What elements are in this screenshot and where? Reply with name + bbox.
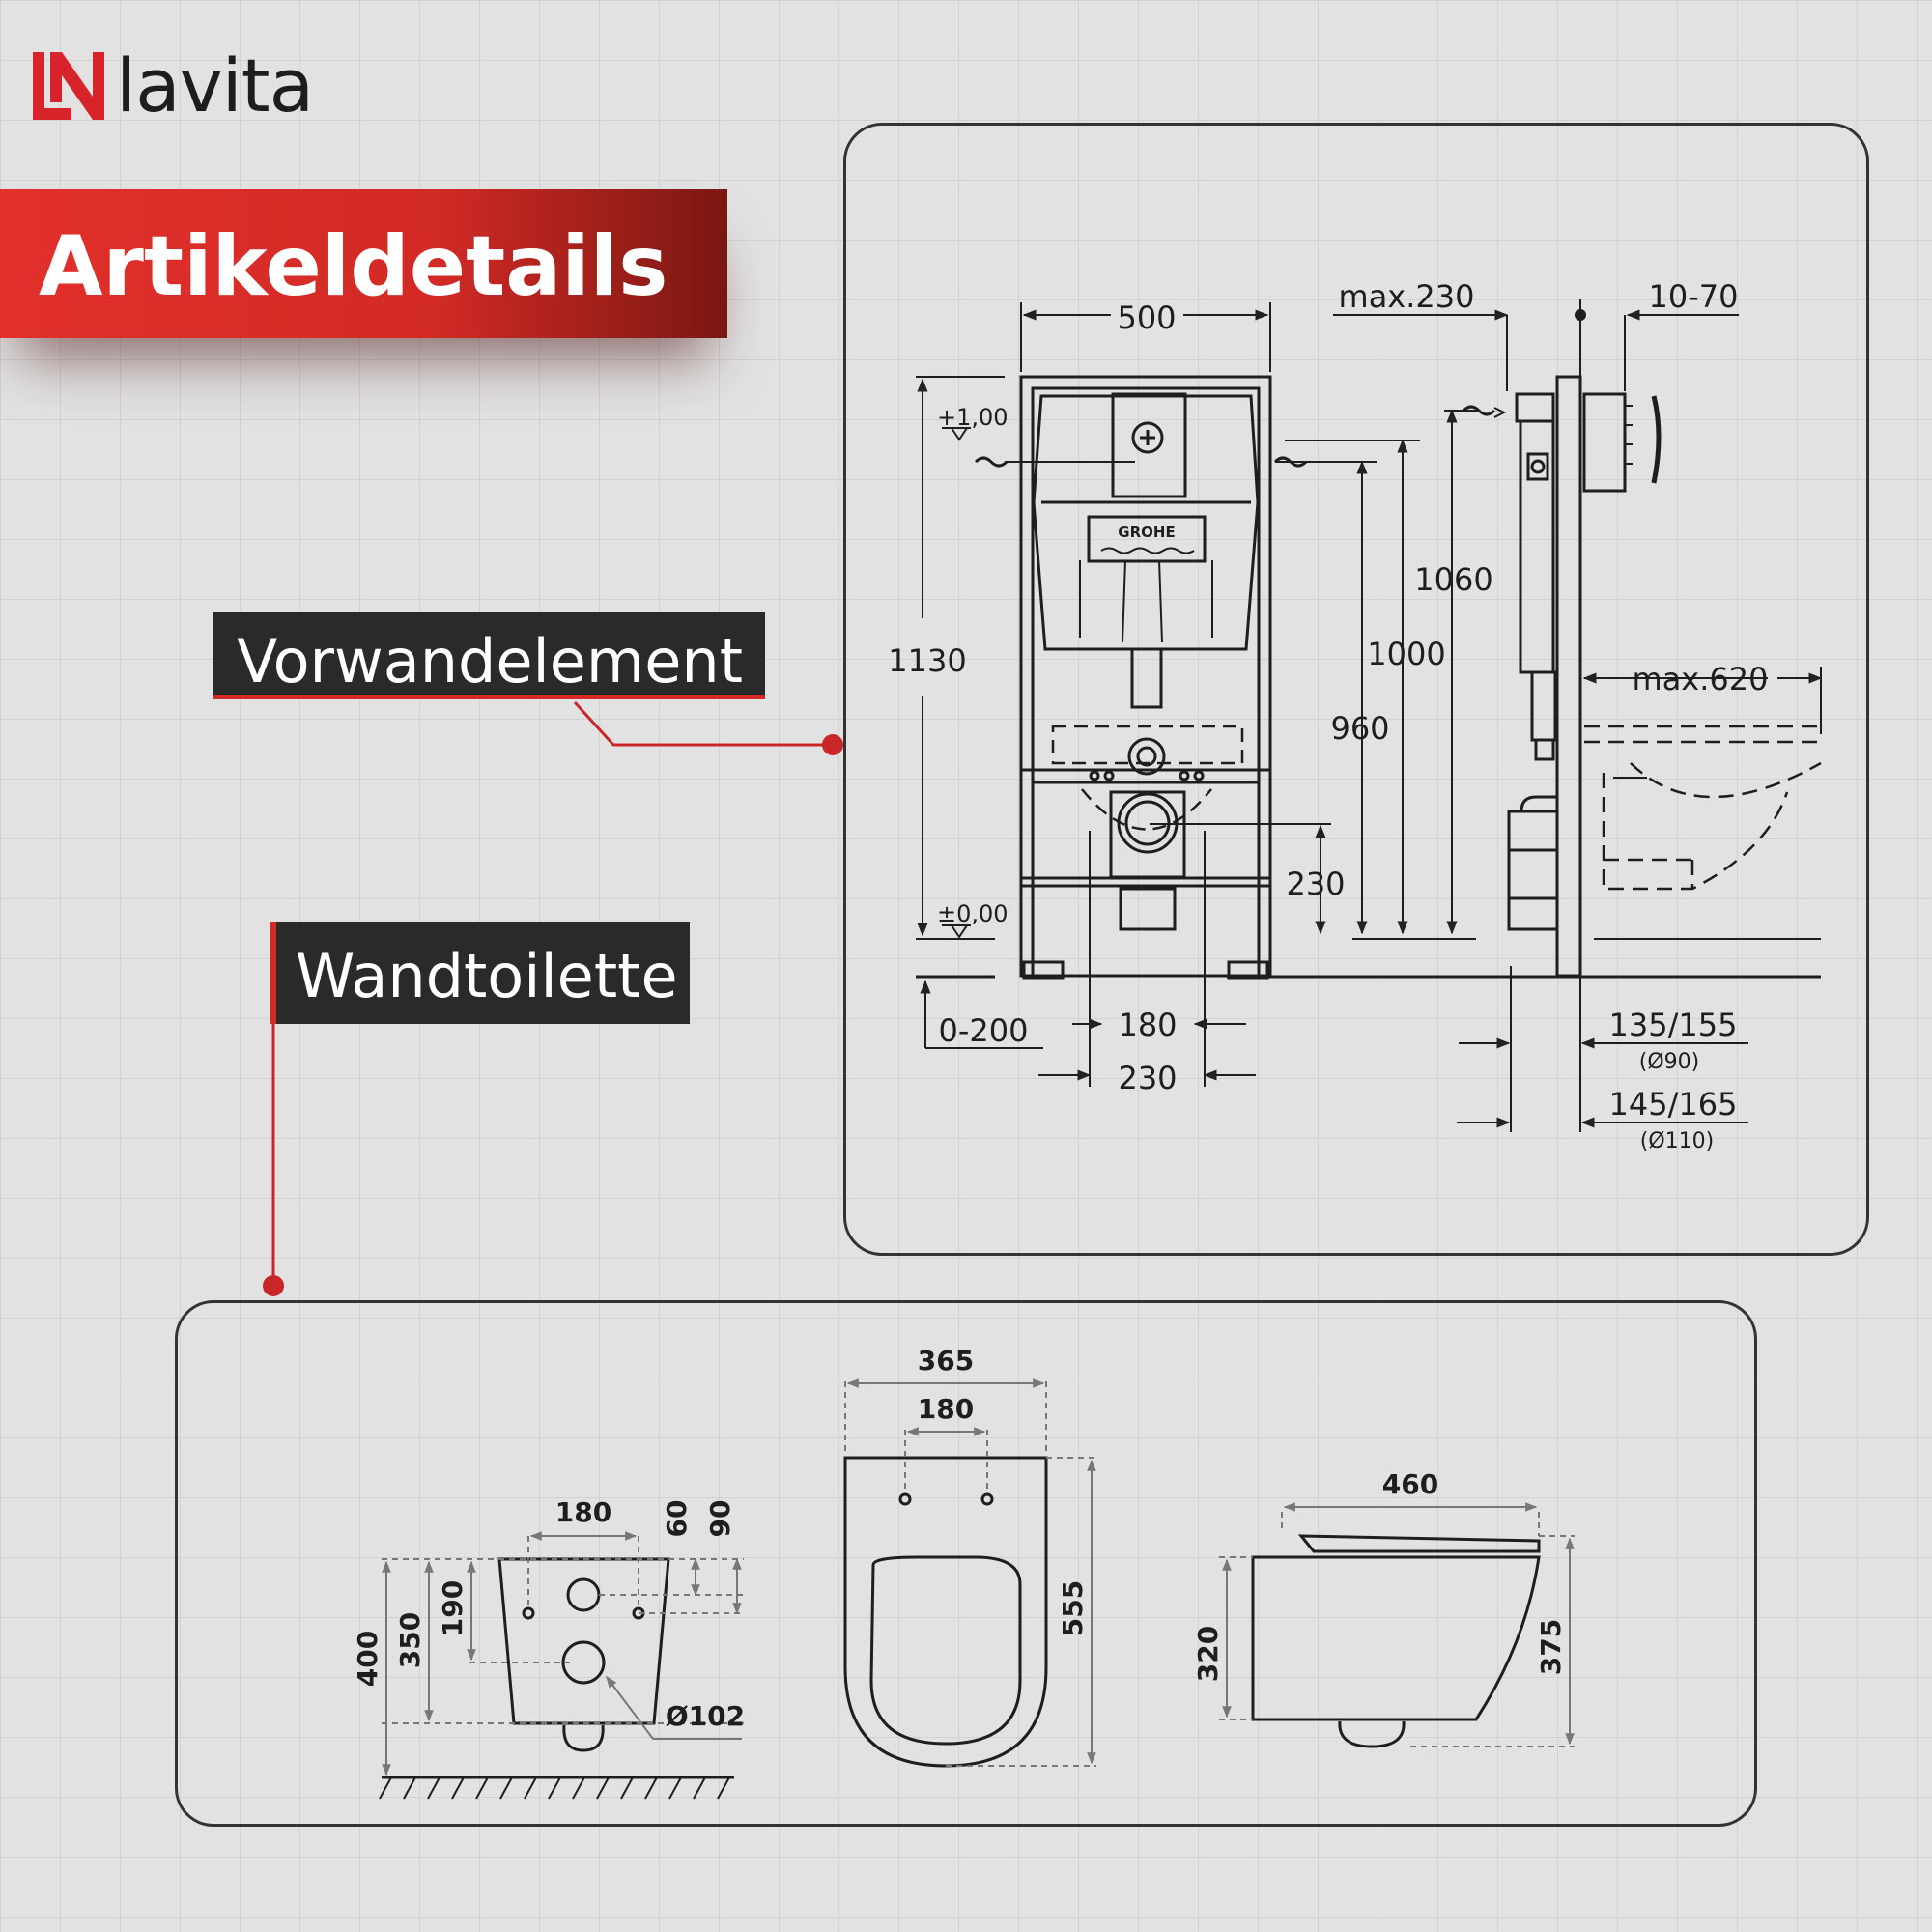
back-dim-350: 350 bbox=[394, 1612, 426, 1668]
dim-960: 960 bbox=[1330, 710, 1389, 747]
toilet-dimension-lines bbox=[382, 1378, 1575, 1776]
back-dim-90: 90 bbox=[704, 1500, 736, 1538]
toilet-drawing-panel bbox=[175, 1300, 1757, 1827]
dim-d110: (Ø110) bbox=[1640, 1129, 1714, 1153]
page-title: Artikeldetails bbox=[39, 218, 668, 315]
lavita-logo-icon bbox=[33, 52, 104, 120]
side-dim-460: 460 bbox=[1382, 1468, 1438, 1500]
title-banner: Artikeldetails bbox=[0, 189, 727, 338]
dim-0-200: 0-200 bbox=[939, 1012, 1029, 1049]
dim-pm-000: ±0,00 bbox=[937, 900, 1009, 927]
brand-name: lavita bbox=[116, 43, 314, 128]
toilet-top-view bbox=[843, 1456, 1048, 1768]
label-wandtoilette: Wandtoilette bbox=[270, 922, 690, 1024]
frame-drawing: GROHE bbox=[916, 375, 1822, 980]
back-dim-60: 60 bbox=[661, 1500, 693, 1538]
back-dim-190: 190 bbox=[437, 1580, 469, 1636]
brand-logo: lavita bbox=[33, 43, 314, 128]
dim-230-height: 230 bbox=[1286, 866, 1345, 902]
top-dim-365: 365 bbox=[918, 1345, 974, 1377]
callout-dot-vorwand bbox=[822, 734, 843, 755]
dim-230-width: 230 bbox=[1118, 1060, 1177, 1096]
top-dim-180: 180 bbox=[918, 1393, 974, 1425]
dim-1060: 1060 bbox=[1414, 561, 1492, 598]
side-dim-320: 320 bbox=[1192, 1626, 1224, 1682]
toilet-drawing bbox=[379, 1456, 1541, 1800]
dim-plus-100: +1,00 bbox=[937, 404, 1009, 431]
dim-145-165: 145/165 bbox=[1609, 1086, 1738, 1122]
label-vorwandelement: Vorwandelement bbox=[213, 612, 765, 699]
dim-135-155: 135/155 bbox=[1609, 1007, 1738, 1043]
tank-brand: GROHE bbox=[1118, 524, 1175, 541]
back-dim-180: 180 bbox=[555, 1496, 611, 1528]
frame-dimension-lines bbox=[917, 299, 1823, 1132]
back-dim-pipe: Ø102 bbox=[666, 1700, 745, 1732]
dim-1000: 1000 bbox=[1367, 636, 1445, 672]
dim-10-70: 10-70 bbox=[1649, 278, 1739, 315]
callout-connectors bbox=[271, 700, 833, 1285]
top-dim-555: 555 bbox=[1057, 1580, 1089, 1636]
dim-max230: max.230 bbox=[1339, 278, 1475, 315]
toilet-back-view bbox=[379, 1557, 734, 1800]
frame-front-view: GROHE bbox=[974, 375, 1308, 980]
dim-width-500: 500 bbox=[1117, 299, 1176, 336]
frame-dimension-labels: 500 max.230 10-70 +1,00 ±0,00 1130 1060 … bbox=[888, 278, 1768, 1153]
toilet-side-view bbox=[1251, 1534, 1541, 1748]
callout-dot-wand bbox=[263, 1275, 284, 1296]
dim-180-width: 180 bbox=[1118, 1007, 1177, 1043]
frame-side-view bbox=[1462, 375, 1822, 978]
frame-drawing-panel bbox=[843, 123, 1869, 1256]
dim-1130: 1130 bbox=[888, 642, 966, 679]
dim-d90: (Ø90) bbox=[1639, 1050, 1699, 1074]
toilet-dimension-labels: 180 60 90 190 350 400 Ø102 365 180 555 4… bbox=[352, 1345, 1567, 1732]
dim-max620: max.620 bbox=[1633, 661, 1769, 697]
back-dim-400: 400 bbox=[352, 1631, 384, 1687]
side-dim-375: 375 bbox=[1535, 1619, 1567, 1675]
